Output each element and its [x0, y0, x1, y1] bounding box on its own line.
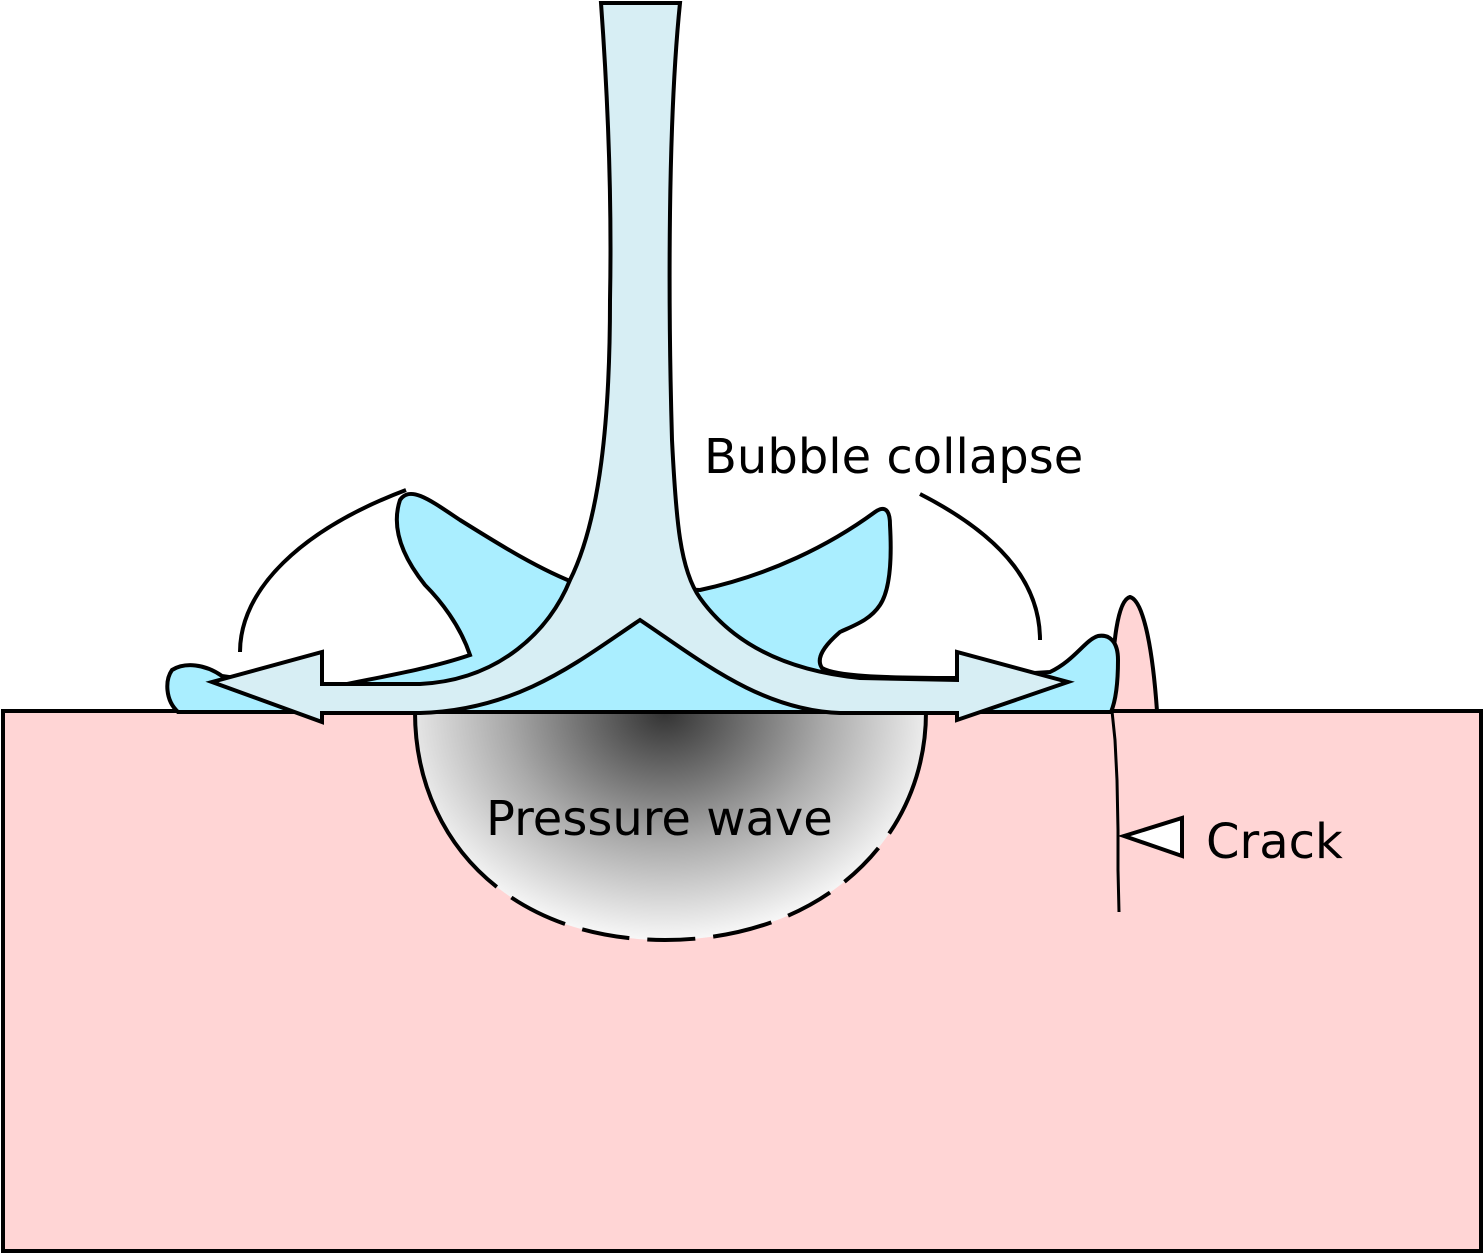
- pressure-wave-label: Pressure wave: [486, 791, 833, 847]
- pressure-wave-outline: [413, 711, 928, 943]
- crack-line: [1110, 710, 1121, 913]
- pressure-wave-region: [415, 712, 926, 940]
- left-motion-arc: [238, 488, 407, 653]
- liquid-jet: [205, 1, 1075, 725]
- crack-pointer-triangle: [1117, 815, 1184, 859]
- crack-label: Crack: [1206, 814, 1343, 870]
- bubble-collapse-label: Bubble collapse: [704, 429, 1083, 485]
- right-motion-arc: [919, 492, 1042, 641]
